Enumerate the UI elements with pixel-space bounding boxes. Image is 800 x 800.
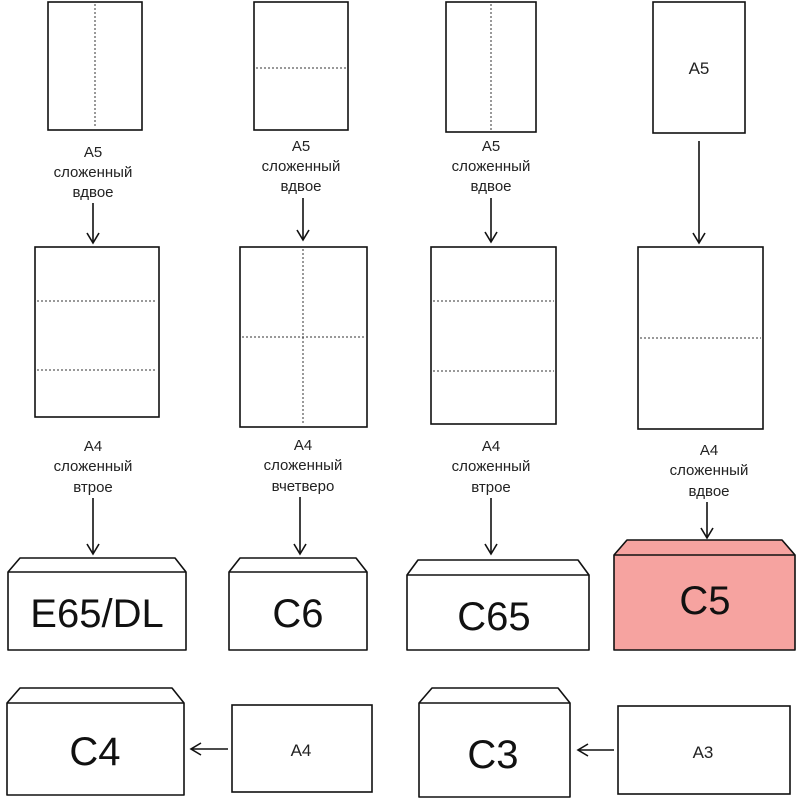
envelope-label: C6	[272, 592, 323, 636]
envelope-label: C4	[69, 730, 120, 774]
sheet-label: A3	[693, 743, 714, 762]
column-2: A5 сложенный вдвое A4 сложенный вчетверо…	[228, 1, 368, 651]
top-label-line-3: вдвое	[280, 178, 321, 195]
bottom-row-left: C4 A4	[6, 687, 373, 796]
mid-label-line-1: A4	[700, 442, 718, 459]
arrow-down	[293, 497, 307, 556]
arrow-left	[189, 742, 228, 756]
top-label-line-2: сложенный	[452, 158, 531, 175]
sheet-label: A5	[689, 59, 710, 78]
mid-label-line-3: вдвое	[688, 483, 729, 500]
arrow-down	[700, 502, 714, 540]
mid-label-line-2: сложенный	[670, 462, 749, 479]
sheet-label: A4	[291, 741, 312, 760]
arrow-down	[296, 198, 310, 242]
mid-label-line-2: сложенный	[54, 458, 133, 475]
top-label-line-2: сложенный	[54, 164, 133, 181]
a3-sheet-landscape	[617, 705, 791, 795]
a4-sheet-3	[430, 246, 557, 425]
mid-label-line-1: A4	[84, 438, 102, 455]
a5-sheet-2	[253, 1, 349, 131]
mid-label-line-3: вчетверо	[272, 478, 335, 495]
top-label-line-1: A5	[84, 144, 102, 161]
envelope-label: C3	[467, 733, 518, 777]
mid-label-line-3: втрое	[73, 479, 113, 496]
arrow-down	[86, 498, 100, 556]
arrow-down	[86, 203, 100, 245]
top-label-line-1: A5	[292, 138, 310, 155]
top-label-line-3: вдвое	[470, 178, 511, 195]
mid-label-line-1: A4	[294, 437, 312, 454]
mid-label-line-2: сложенный	[264, 457, 343, 474]
a5-sheet-4	[652, 1, 746, 134]
a4-sheet-landscape	[231, 704, 373, 793]
envelope-label: E65/DL	[30, 592, 163, 636]
top-label-line-3: вдвое	[72, 184, 113, 201]
mid-label-line-1: A4	[482, 438, 500, 455]
arrow-down	[484, 498, 498, 556]
bottom-row-right: C3 A3	[418, 687, 791, 798]
arrow-down	[692, 141, 706, 245]
column-3: A5 сложенный вдвое A4 сложенный втрое C6…	[406, 1, 590, 651]
column-4: A5 A4 сложенный вдвое C5	[613, 1, 796, 651]
a4-sheet-1	[34, 246, 160, 418]
arrow-left	[576, 743, 614, 757]
envelope-label: C65	[457, 595, 530, 639]
arrow-down	[484, 198, 498, 244]
top-label-line-2: сложенный	[262, 158, 341, 175]
column-1: A5 сложенный вдвое A4 сложенный втрое E6…	[7, 1, 187, 651]
mid-label-line-3: втрое	[471, 479, 511, 496]
a5-sheet-3	[445, 1, 537, 133]
envelope-label: C5	[679, 579, 730, 623]
top-label-line-1: A5	[482, 138, 500, 155]
mid-label-line-2: сложенный	[452, 458, 531, 475]
